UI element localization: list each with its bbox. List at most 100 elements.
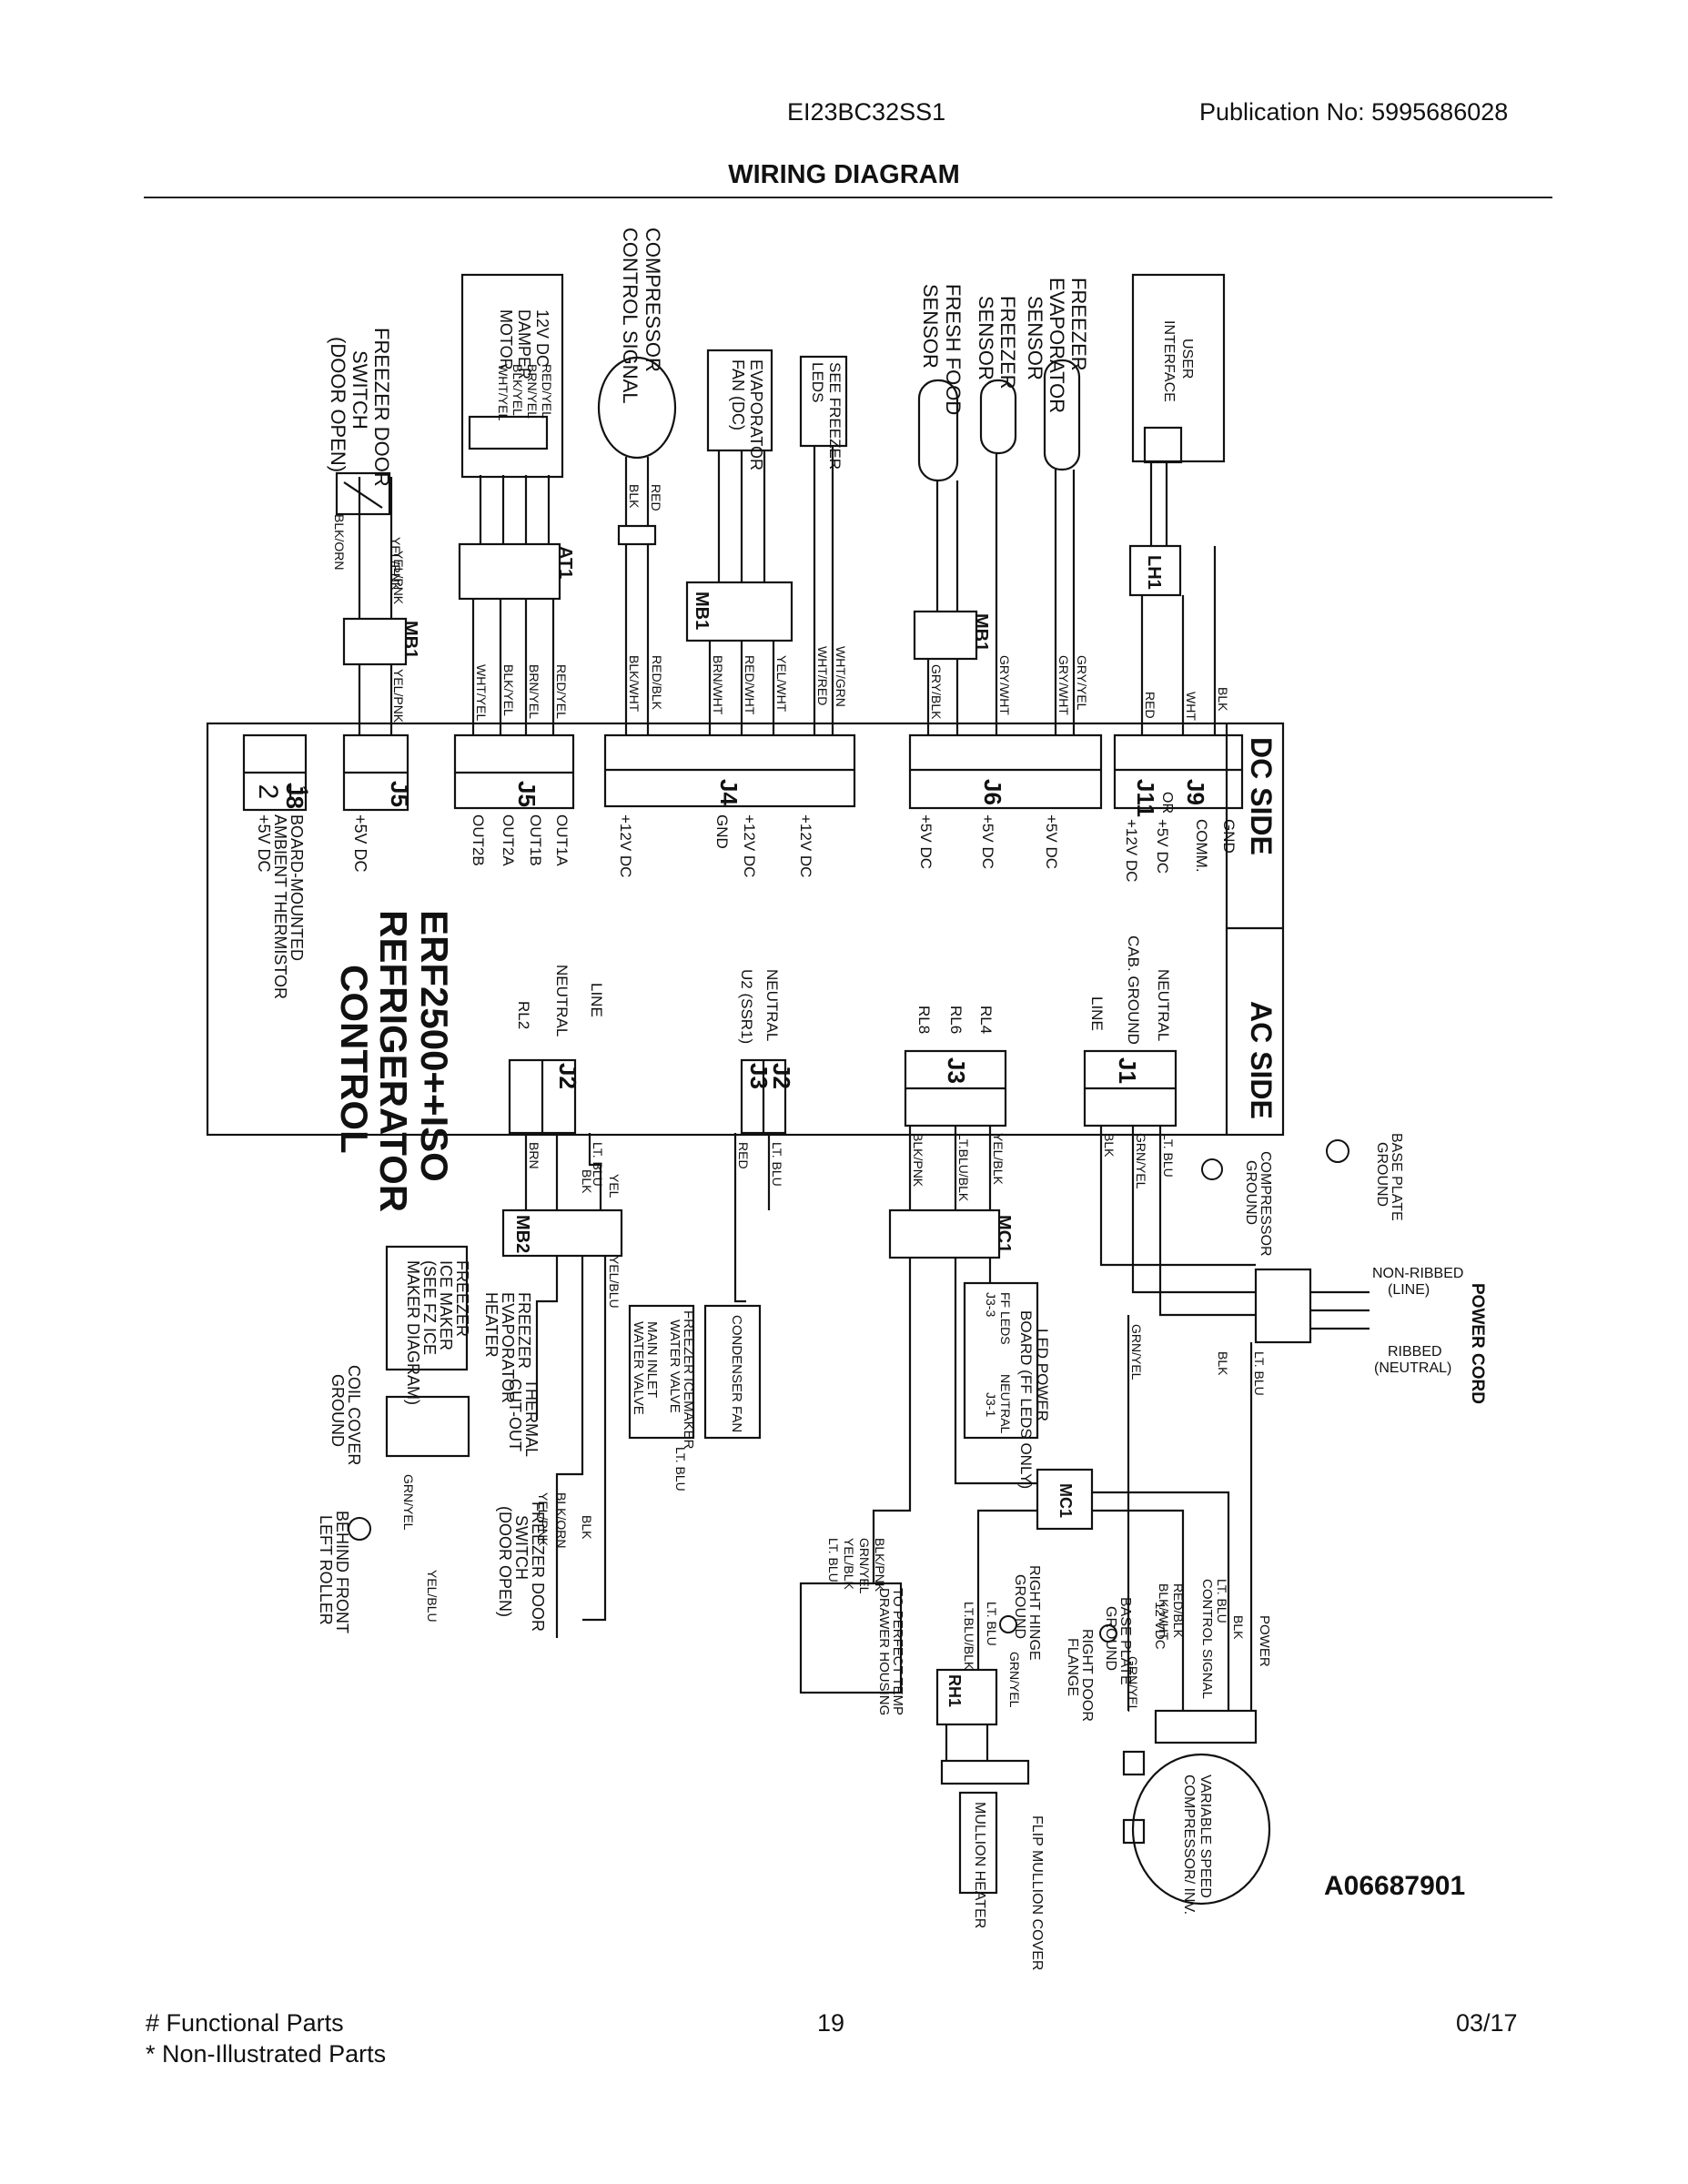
j1-note-2: CAB. GROUND xyxy=(1125,935,1142,1045)
freezer-led-box xyxy=(799,355,848,448)
wire-label: YEL/BLU xyxy=(425,1570,440,1623)
block-mb1c-label: MB1 xyxy=(971,613,991,652)
j8-note-2: AMBIENT THERMISTOR xyxy=(271,814,289,999)
wire-label: LT.BLU/BLK xyxy=(956,1133,971,1202)
wire-label: RED xyxy=(736,1142,751,1169)
user-interface-label-2: INTERFACE xyxy=(1161,320,1177,402)
wire-label: BLK xyxy=(1231,1615,1246,1640)
mullion-heater-label: MULLION HEATER xyxy=(972,1802,987,1928)
title-rule xyxy=(144,197,1552,198)
base-plate-top-label: BASE PLATE xyxy=(1389,1133,1404,1221)
j5b-note-2: OUT1B xyxy=(527,814,544,866)
power-cord-label: POWER CORD xyxy=(1468,1283,1487,1404)
front-roller-label-2: LEFT ROLLER xyxy=(317,1515,335,1625)
wire-label: BLK xyxy=(1216,687,1230,712)
wire-label: RED xyxy=(1143,692,1157,719)
conn-label-j3a: J3 xyxy=(745,1063,773,1089)
conn-j6 xyxy=(908,733,1103,810)
freezer-door-switch-label-2: SWITCH xyxy=(349,350,371,430)
wire-label: LT.BLU/BLK xyxy=(962,1602,976,1671)
non-ribbed-label-2: (LINE) xyxy=(1388,1282,1430,1298)
damper-wire: WHT/YEL xyxy=(496,364,510,420)
switch-wire: BLK/ORN xyxy=(332,514,347,570)
freezer-leds-label: SEE FREEZER xyxy=(826,362,844,470)
conn-label-j6: J6 xyxy=(979,779,1006,805)
footer-date: 03/17 xyxy=(1456,2009,1518,2037)
led-pin: FF LEDS xyxy=(998,1292,1013,1345)
block-rh1 xyxy=(935,1668,998,1726)
wire-label: LT. BLU xyxy=(826,1538,841,1582)
j2-note-2: NEUTRAL xyxy=(553,965,571,1036)
block-mb2-label: MB2 xyxy=(512,1215,532,1253)
led-pin: NEUTRAL xyxy=(998,1374,1013,1434)
conn-label-j1: J1 xyxy=(1114,1057,1141,1084)
wire-label: GRN/YEL xyxy=(857,1538,872,1594)
compressor-ground-label: COMPRESSOR xyxy=(1258,1151,1273,1257)
led-board-label-2: BOARD (FF LEDS ONLY) xyxy=(1017,1310,1035,1489)
wire-label: BLK xyxy=(580,1169,594,1194)
ribbed-label-2: (NEUTRAL) xyxy=(1374,1360,1451,1376)
freezer-leds-label-2: LEDS xyxy=(809,362,826,402)
compressor-label-2: COMPRESSOR/ INV. xyxy=(1181,1774,1197,1915)
pin-numbers: 2 1 xyxy=(253,784,313,800)
j2-note-3: RL2 xyxy=(515,1001,532,1029)
led-pin: J3-3 xyxy=(984,1292,998,1317)
j3-note-3: RL8 xyxy=(915,1006,933,1034)
conn-label-j8: J8 xyxy=(281,783,308,809)
wire-label: WHT/RED xyxy=(815,646,830,705)
conn-j9 xyxy=(1113,733,1244,810)
block-mb1-b xyxy=(685,581,793,642)
wire-label: LT. BLU xyxy=(1252,1351,1267,1396)
j1-note-3: LINE xyxy=(1088,996,1106,1031)
wire-label: WHT/GRN xyxy=(834,646,848,707)
wire-label: BLK xyxy=(1216,1351,1230,1376)
damper-motor-box xyxy=(460,273,564,479)
fz-door-switch2-label-3: (DOOR OPEN) xyxy=(496,1506,514,1617)
wire-label: WHT xyxy=(1184,692,1198,721)
control-name-line1: ERF2500++ISO xyxy=(413,910,456,1182)
perfect-temp-label-2: DRAWER HOUSING xyxy=(876,1588,892,1715)
coil-cover-label: COIL COVER xyxy=(345,1365,363,1465)
perfect-temp-label: TO PERFECT TEMP xyxy=(890,1588,905,1715)
j5b-note-4: OUT2B xyxy=(470,814,487,866)
wire-label: GRN/YEL xyxy=(1129,1324,1144,1380)
diagram-lines xyxy=(206,273,1370,1906)
right-hinge-label: RIGHT HINGE xyxy=(1026,1565,1042,1661)
mullion-heater xyxy=(958,1791,998,1895)
publication-number: Publication No: 5995686028 xyxy=(1199,98,1509,126)
wire-label: YEL/BLK xyxy=(842,1538,856,1590)
page-number: 19 xyxy=(817,2009,845,2037)
wire-label: LT. BLU xyxy=(1161,1133,1176,1178)
conn-label-j5b: J5 xyxy=(513,781,541,807)
j1-note-1: NEUTRAL xyxy=(1155,969,1172,1041)
evap-heater-label-3: HEATER xyxy=(482,1292,500,1358)
wire-label: BLK/PNK xyxy=(911,1133,925,1188)
j6-note-2: +5V DC xyxy=(979,814,996,869)
control-signal-label: CONTROL SIGNAL xyxy=(1199,1579,1215,1699)
block-mc1 xyxy=(888,1208,1001,1259)
damper-label-2: DAMPER xyxy=(515,309,533,379)
block-lh1 xyxy=(1128,544,1182,597)
wire-label: BLK/WHT xyxy=(627,655,642,713)
j8-note-1: BOARD-MOUNTED xyxy=(288,814,306,961)
block-mb1a-label: MB1 xyxy=(400,621,420,659)
icemaker-valve-label: FREEZER ICEMAKER xyxy=(681,1310,696,1450)
conn-label-j5a: J5 xyxy=(386,781,413,807)
conn-label-j2: J2 xyxy=(554,1063,581,1089)
j9-note-1: GND xyxy=(1220,819,1238,854)
ice-maker-label: FREEZER xyxy=(453,1260,471,1337)
evap-sensor xyxy=(1043,359,1081,471)
j4-note-3: GND xyxy=(713,814,731,849)
damper-label-3: MOTOR xyxy=(497,309,515,370)
conn-label-j9: J9 xyxy=(1182,779,1209,805)
j6-note-1: +5V DC xyxy=(1043,814,1060,869)
water-valves xyxy=(628,1304,695,1440)
page-title: WIRING DIAGRAM xyxy=(728,160,960,189)
block-mb2 xyxy=(501,1208,623,1258)
condenser-fan-label: CONDENSER FAN xyxy=(729,1315,744,1432)
wire-label: RED xyxy=(649,484,663,511)
damper-wire: BRN/YEL xyxy=(525,364,540,419)
ice-maker-box xyxy=(385,1245,469,1371)
conn-label-j11: J11 xyxy=(1132,779,1159,817)
